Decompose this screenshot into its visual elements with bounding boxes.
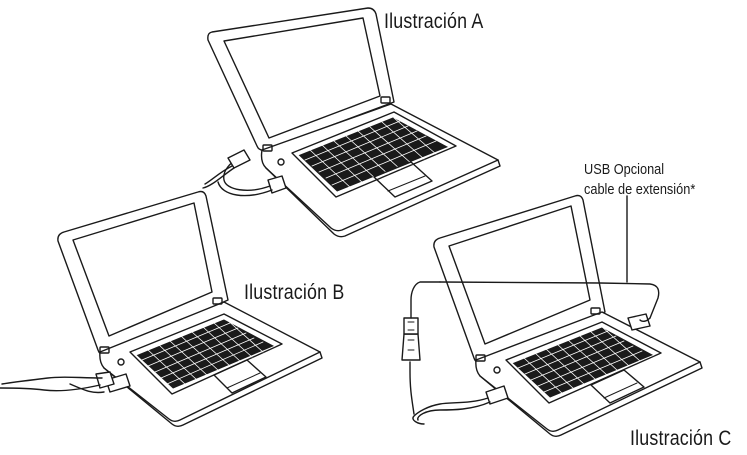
laptop-a-base-edge [265,159,501,238]
laptop-c-ext-cable [409,361,415,415]
laptop-c-touchpad [590,369,645,404]
usb-extension-callout: USB Opcional cable de extensión* [584,160,695,200]
laptop-b-keyboard [129,313,283,395]
callout-line-2: cable de extensión* [584,181,696,198]
laptop-a-touchpad [373,161,433,198]
callout-line-1: USB Opcional [584,161,665,178]
laptop-c-keyboard [505,321,662,404]
laptop-b [0,190,323,427]
laptop-b-screen [72,202,213,337]
laptop-a [202,7,501,238]
laptop-c [401,194,703,437]
laptop-a-usb-plug [267,175,287,194]
laptop-c-usb-plug-left [485,385,509,405]
laptop-a-screen [223,17,381,139]
laptop-c-ext-connector [401,333,421,361]
figure-b-label: Ilustración B [244,281,345,304]
laptop-a-keys [297,116,450,193]
laptop-a-lid [207,7,395,151]
laptop-c-cable-left [412,397,489,425]
laptop-c-keys [511,325,655,399]
laptop-b-touchpad [213,359,267,394]
laptop-a-cable-tail [202,165,235,189]
figure-c-label: Ilustración C [630,427,732,450]
laptop-a-cable-plug [227,149,251,169]
laptop-b-cable [1,376,103,385]
laptop-c-screen [448,205,591,345]
laptop-b-keys [135,317,276,390]
laptop-a-keyboard [291,111,457,198]
laptop-c-ext-cable-top [439,281,660,319]
laptop-c-usb-plug-right [627,313,651,331]
figure-a-label: Ilustración A [384,10,484,33]
